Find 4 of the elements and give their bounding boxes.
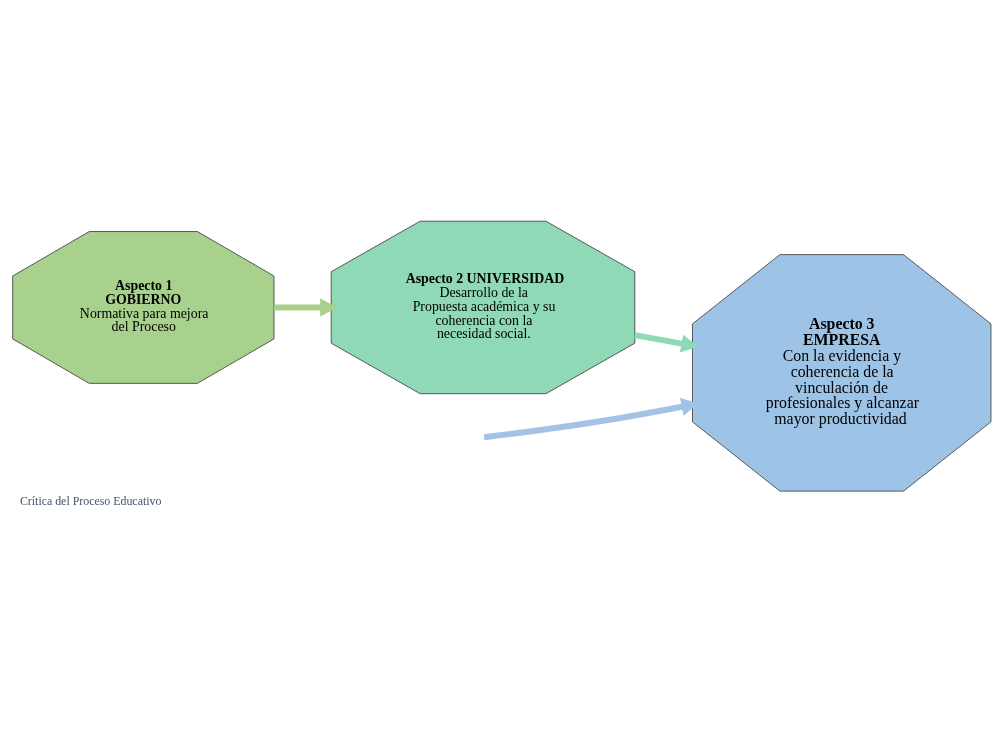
arrow: [273, 298, 338, 317]
caption: Crítica del Proceso Educativo: [19, 493, 162, 508]
arrow: [483, 397, 699, 441]
arrow: [634, 332, 699, 353]
